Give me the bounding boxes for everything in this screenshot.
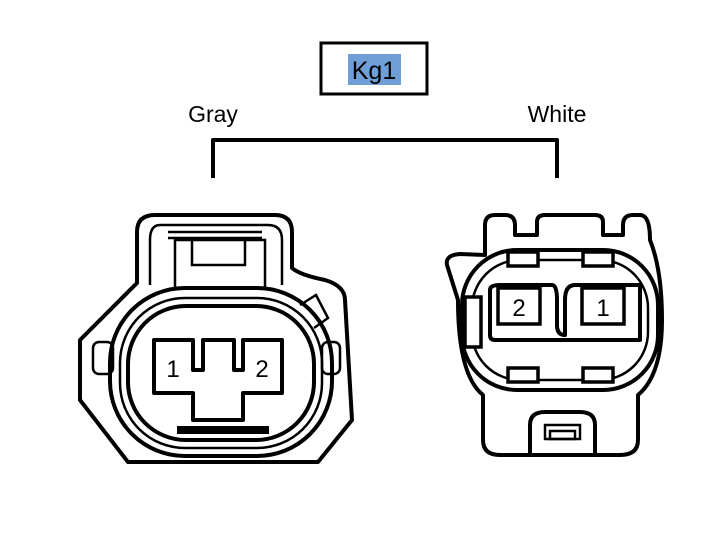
bracket-line [211, 138, 559, 178]
right-pin-2-label: 2 [512, 295, 525, 322]
right-pin-1-label: 1 [596, 295, 609, 322]
left-color-label: Gray [188, 101, 238, 127]
left-pin-1-label: 1 [166, 356, 179, 383]
connector-id-label: Kg1 [319, 41, 429, 96]
right-color-label: White [528, 101, 587, 127]
left-connector: 1 2 [78, 213, 354, 464]
right-connector: 2 1 [444, 213, 664, 457]
left-pin-2-label: 2 [255, 356, 268, 383]
text-highlight [348, 54, 401, 85]
connector-id-text: Kg1 [352, 57, 396, 85]
